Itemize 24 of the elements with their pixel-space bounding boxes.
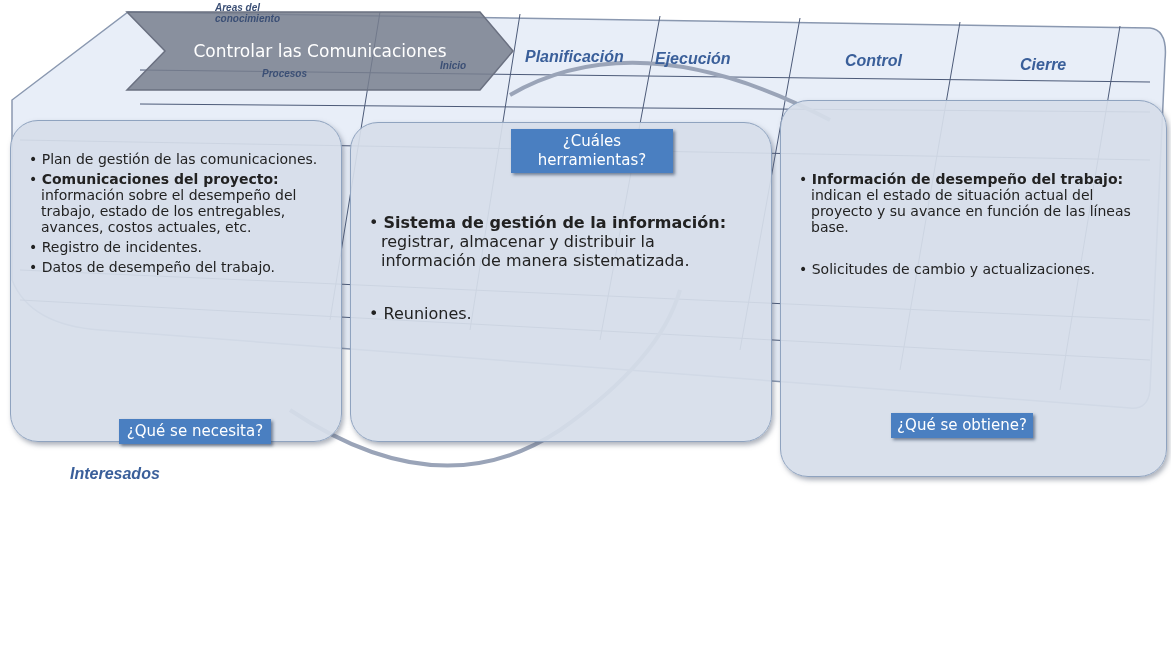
bullet-item: • Registro de incidentes. (29, 239, 203, 255)
question-tag: ¿Qué se obtiene? (891, 413, 1033, 438)
table-header-label: Ejecución (655, 50, 731, 68)
bullet-item: • Reuniones. (369, 304, 473, 323)
table-header-label: Control (845, 52, 902, 70)
table-header-label: Areas del conocimiento (215, 2, 281, 24)
table-header-label: Planificación (525, 48, 624, 66)
bullet-item: • Información de desempeño del trabajo: indican el estado de situación actual del proyecto y su avance en función de las líneas base. (799, 171, 1132, 235)
bullet-item: • Datos de desempeño del trabajo. (29, 259, 277, 275)
title-chevron (125, 10, 515, 92)
bullet-item: • Sistema de gestión de la información: registrar, almacenar y distribuir la información de manera sistematizada. (369, 213, 728, 270)
bullet-item: • Solicitudes de cambio y actualizaciones. (799, 261, 1096, 277)
table-header-label: Procesos (262, 68, 309, 79)
info-card (350, 122, 772, 442)
bullet-item: • Plan de gestión de las comunicaciones. (29, 151, 319, 167)
question-tag: ¿Cuáles herramientas? (511, 129, 673, 173)
bullet-item: • Comunicaciones del proyecto: información sobre el desempeño del trabajo, estado de los entregables, avances, costos actuales, etc. (29, 171, 298, 235)
title-text: Controlar las Comunicaciones (193, 41, 447, 61)
table-header-label: Interesados (70, 465, 160, 483)
info-card (10, 120, 342, 442)
info-card (780, 100, 1167, 477)
table-header-label: Inicio (440, 60, 468, 71)
table-header-label: Cierre (1020, 56, 1067, 74)
question-tag: ¿Qué se necesita? (119, 419, 271, 444)
